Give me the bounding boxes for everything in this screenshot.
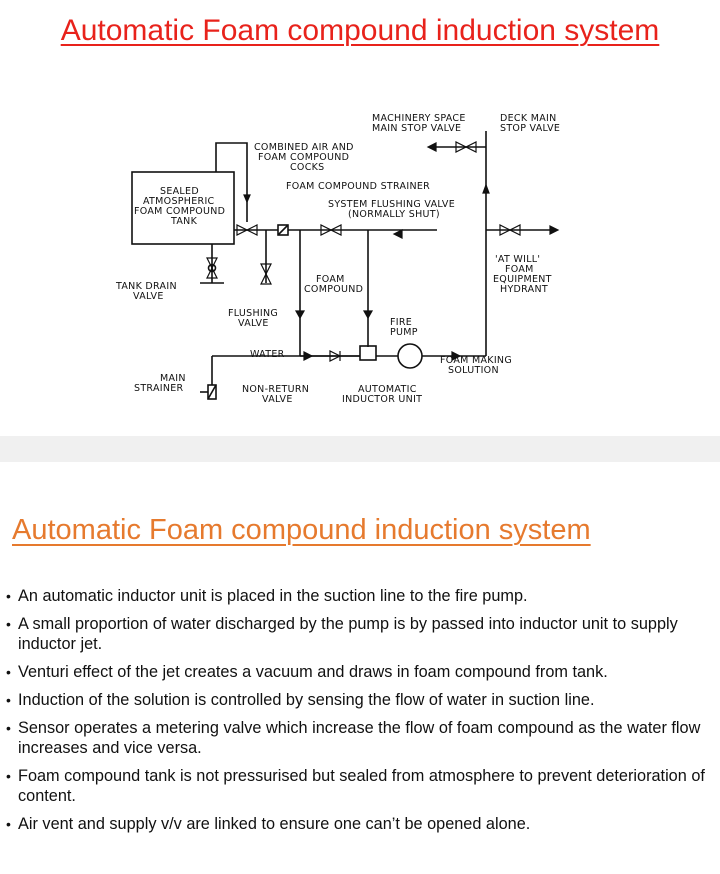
tank-label-4: TANK bbox=[170, 216, 198, 227]
tank-label-3: FOAM COMPOUND bbox=[134, 206, 225, 217]
list-item: • Foam compound tank is not pressurised b… bbox=[0, 766, 720, 806]
bullet-text: A small proportion of water discharged b… bbox=[18, 615, 678, 653]
hydrant-label: 'AT WILL' bbox=[495, 254, 540, 265]
bullet-text: Sensor operates a metering valve which i… bbox=[18, 719, 701, 757]
list-item: • An automatic inductor unit is placed i… bbox=[0, 586, 720, 606]
flushing-valve-label-2: VALVE bbox=[238, 318, 269, 329]
strainer-label: FOAM COMPOUND STRAINER bbox=[286, 181, 430, 192]
machinery-stop-label-2: MAIN STOP VALVE bbox=[372, 123, 461, 134]
list-item: • Air vent and supply v/v are linked to e… bbox=[0, 814, 720, 834]
bullet-text: Air vent and supply v/v are linked to en… bbox=[18, 815, 531, 833]
foam-solution-label: FOAM MAKING bbox=[440, 355, 512, 366]
bullet-dot: • bbox=[6, 692, 11, 708]
diagram-labels: MACHINERY SPACE MAIN STOP VALVE DECK MAI… bbox=[115, 113, 560, 405]
deck-stop-label: DECK MAIN bbox=[500, 113, 557, 124]
water-label: WATER bbox=[250, 349, 285, 360]
combined-cocks-label-2: FOAM COMPOUND bbox=[258, 152, 349, 163]
fire-pump-label-2: PUMP bbox=[390, 327, 418, 338]
hydrant-label-4: HYDRANT bbox=[500, 284, 548, 295]
bullet-dot: • bbox=[6, 664, 11, 680]
inductor-label: AUTOMATIC bbox=[358, 384, 417, 395]
main-strainer-label: MAIN bbox=[160, 373, 186, 384]
bullet-text: Foam compound tank is not pressurised bu… bbox=[18, 767, 705, 805]
slide-diagram: Automatic Foam compound induction system bbox=[0, 0, 720, 436]
fire-pump-label: FIRE bbox=[390, 317, 412, 328]
valves bbox=[206, 141, 560, 362]
non-return-label: NON-RETURN bbox=[242, 384, 309, 395]
inductor-label-2: INDUCTOR UNIT bbox=[342, 394, 422, 405]
bullet-text: An automatic inductor unit is placed in … bbox=[18, 587, 528, 605]
bullet-dot: • bbox=[6, 616, 11, 632]
main-strainer-label-2: STRAINER bbox=[134, 383, 184, 394]
system-flushing-label-2: (NORMALLY SHUT) bbox=[348, 209, 440, 220]
bullet-dot: • bbox=[6, 588, 11, 604]
section-title: Automatic Foam compound induction system bbox=[12, 514, 591, 546]
bullet-dot: • bbox=[6, 816, 11, 832]
list-item: • Induction of the solution is controlled… bbox=[0, 690, 720, 710]
list-item: • A small proportion of water discharged … bbox=[0, 614, 720, 654]
list-item: • Sensor operates a metering valve which… bbox=[0, 718, 720, 758]
hydrant-label-2: FOAM bbox=[505, 264, 534, 275]
hydrant-label-3: EQUIPMENT bbox=[493, 274, 552, 285]
foam-solution-label-2: SOLUTION bbox=[448, 365, 499, 376]
bullet-text: Induction of the solution is controlled … bbox=[18, 691, 595, 709]
foam-tank bbox=[131, 171, 235, 245]
bullet-list: • An automatic inductor unit is placed i… bbox=[0, 586, 720, 842]
tank-label-2: ATMOSPHERIC bbox=[143, 196, 215, 207]
slide-text: Automatic Foam compound induction system… bbox=[0, 462, 720, 874]
page-title: Automatic Foam compound induction system bbox=[60, 14, 660, 47]
list-item: • Venturi effect of the jet creates a vac… bbox=[0, 662, 720, 682]
bullet-dot: • bbox=[6, 720, 11, 736]
non-return-label-2: VALVE bbox=[262, 394, 293, 405]
bullet-dot: • bbox=[6, 768, 11, 784]
bullet-text: Venturi effect of the jet creates a vacu… bbox=[18, 663, 608, 681]
combined-cocks-label: COMBINED AIR AND bbox=[254, 142, 354, 153]
tank-label: SEALED bbox=[160, 186, 199, 197]
machinery-stop-label: MACHINERY SPACE bbox=[372, 113, 466, 124]
foam-compound-label: FOAM bbox=[316, 274, 345, 285]
system-flushing-label: SYSTEM FLUSHING VALVE bbox=[328, 199, 455, 210]
tank-drain-label-2: VALVE bbox=[133, 291, 164, 302]
deck-stop-label-2: STOP VALVE bbox=[500, 123, 560, 134]
slide-separator bbox=[0, 436, 720, 462]
combined-cocks-label-3: COCKS bbox=[290, 162, 325, 173]
foam-compound-label-2: COMPOUND bbox=[304, 284, 363, 295]
foam-system-diagram: MACHINERY SPACE MAIN STOP VALVE DECK MAI… bbox=[115, 113, 560, 405]
tank-drain-label: TANK DRAIN bbox=[115, 281, 177, 292]
flushing-valve-label: FLUSHING bbox=[228, 308, 278, 319]
